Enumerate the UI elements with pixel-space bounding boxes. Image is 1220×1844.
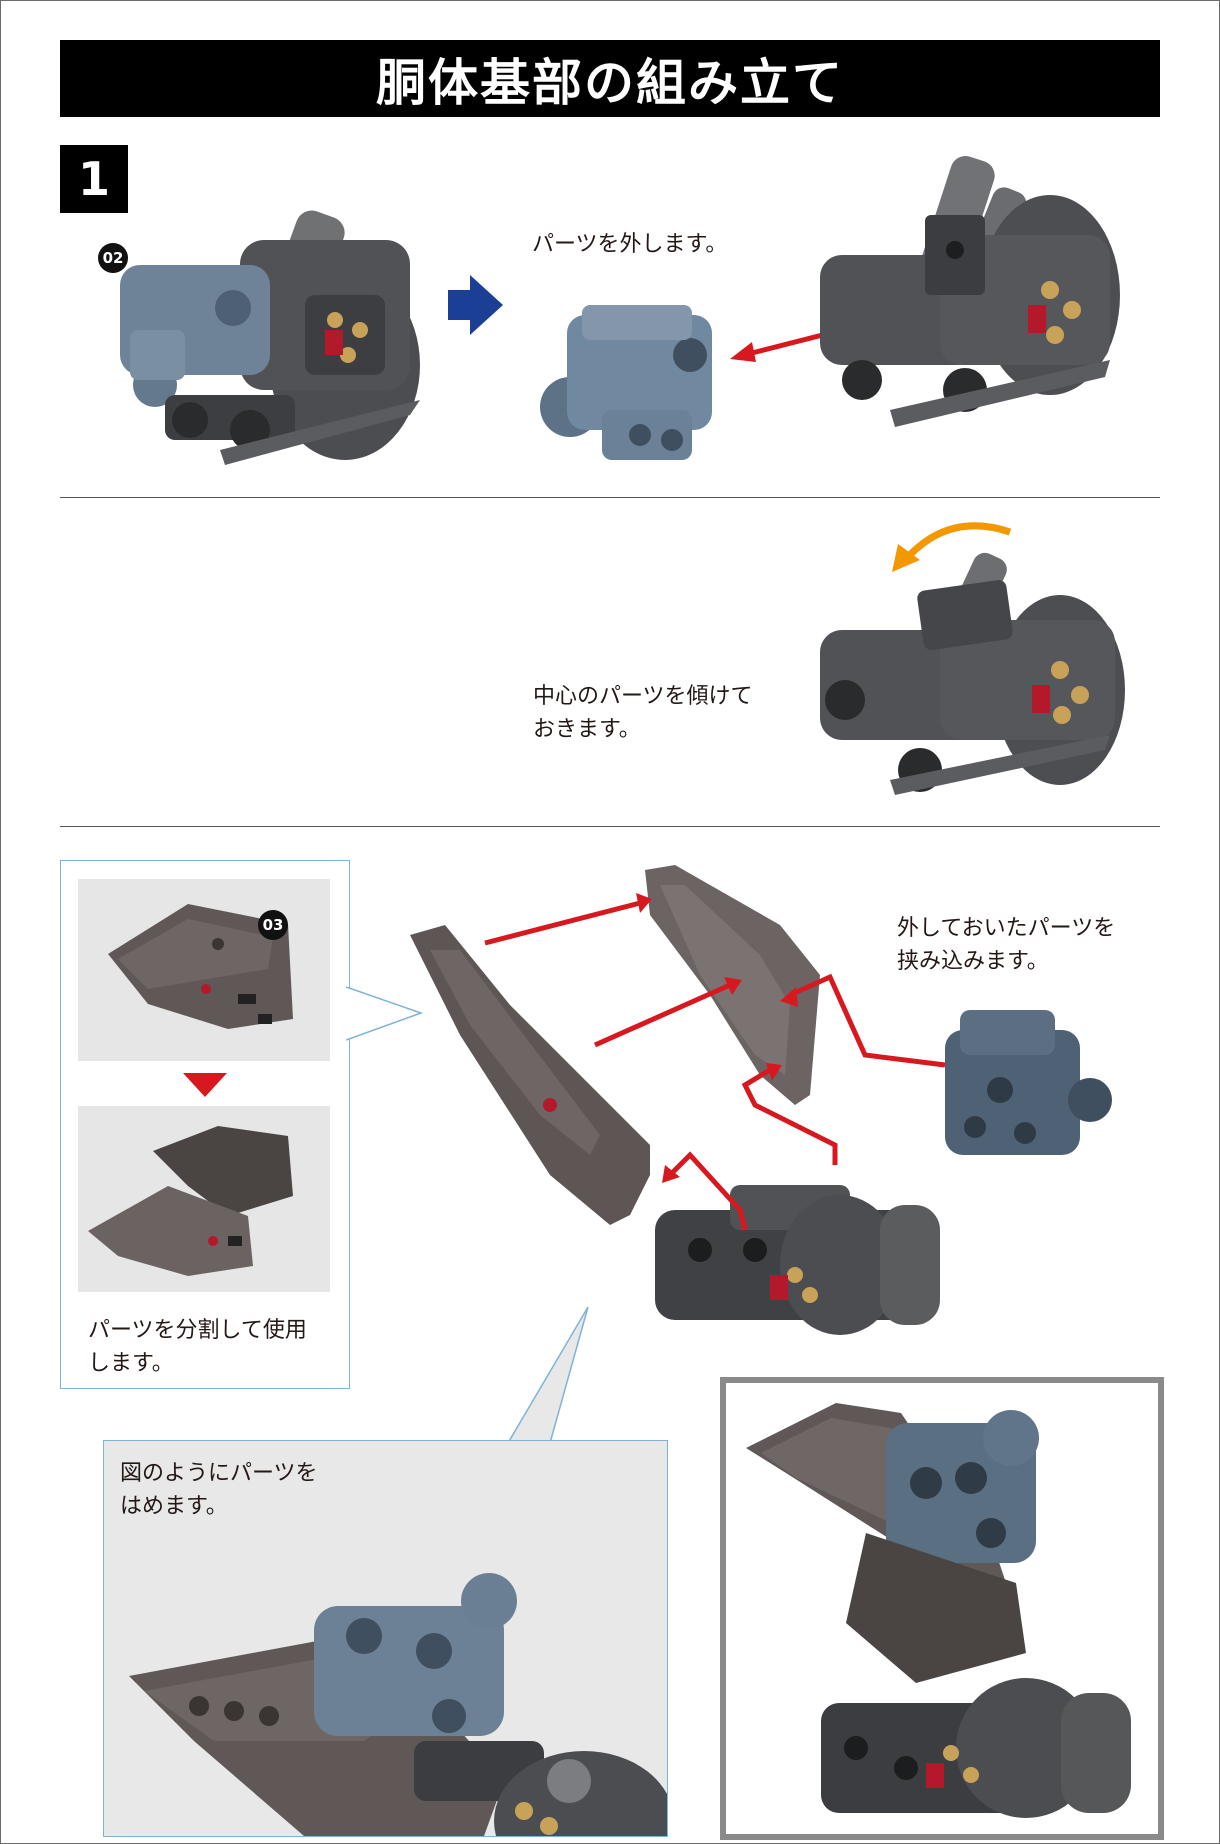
part-badge-02: 02 bbox=[98, 243, 128, 273]
rotate-arrow-icon bbox=[892, 522, 1012, 572]
insert-part-caption: 外しておいたパーツを 挟み込みます。 bbox=[897, 916, 1116, 974]
right-arrow-icon bbox=[448, 275, 503, 335]
tilt-part-caption: 中心のパーツを傾けて おきます。 bbox=[533, 684, 753, 742]
callout-pointer-bottom bbox=[507, 1306, 589, 1444]
split-parts-photo bbox=[88, 1126, 293, 1276]
remove-part-caption: パーツを外します。 bbox=[532, 232, 728, 257]
exploded-assembly-photo bbox=[410, 865, 1112, 1335]
page-title-bar: 胴体基部の組み立て bbox=[60, 40, 1160, 117]
removed-blue-part-photo bbox=[540, 305, 712, 460]
assembled-chassis-photo bbox=[120, 210, 420, 465]
fit-part-closeup-photo bbox=[129, 1573, 667, 1836]
section-divider-1 bbox=[60, 497, 1160, 498]
down-arrow-icon bbox=[183, 1073, 227, 1097]
part-03-photo bbox=[108, 904, 293, 1029]
completed-result-photo-frame bbox=[720, 1377, 1164, 1840]
step-number: 1 bbox=[60, 145, 128, 213]
completed-result-photo bbox=[746, 1403, 1131, 1818]
fit-part-callout: 図のようにパーツを はめます。 bbox=[103, 1440, 668, 1837]
fit-part-caption: 図のようにパーツを はめます。 bbox=[120, 1461, 318, 1519]
callout-pointer-left bbox=[346, 986, 424, 1041]
chassis-tilted-photo bbox=[820, 552, 1125, 795]
page-title: 胴体基部の組み立て bbox=[376, 53, 844, 112]
split-part-caption: パーツを分割して使用 します。 bbox=[88, 1318, 307, 1376]
chassis-without-part-photo bbox=[820, 156, 1120, 427]
section-divider-2 bbox=[60, 826, 1160, 827]
part-badge-03: 03 bbox=[258, 910, 288, 940]
